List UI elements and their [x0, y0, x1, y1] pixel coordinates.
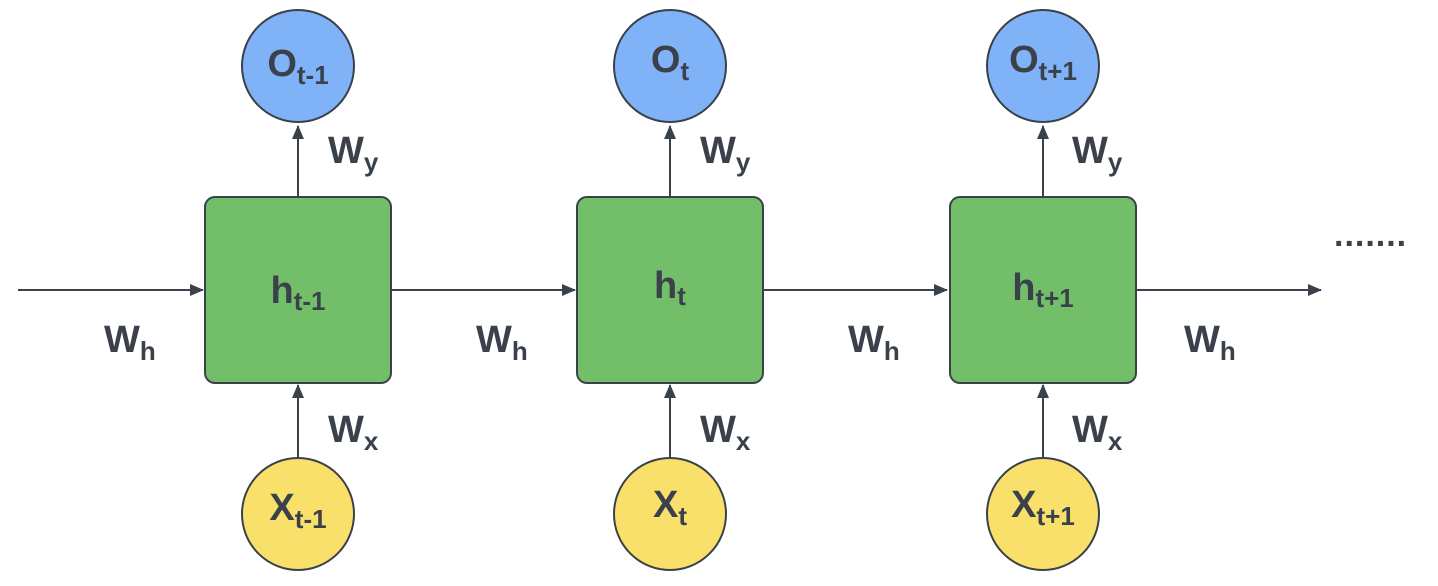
- timestep-3: ht+1 Ot+1 Xt+1 Wy Wx Wh: [848, 9, 1137, 571]
- weight-wh-label-out: Wh: [1184, 319, 1236, 366]
- output-node-3: [986, 9, 1100, 123]
- weight-wy-label-1: Wy: [328, 130, 379, 177]
- hidden-state-box-2: [576, 196, 764, 384]
- weight-wh-label-1: Wh: [104, 319, 156, 366]
- timestep-1: ht-1 Ot-1 Xt-1 Wy Wx Wh: [104, 9, 392, 571]
- weight-wx-label-2: Wx: [700, 409, 751, 456]
- input-node-3: [986, 457, 1100, 571]
- input-label-1: Xt-1: [269, 487, 326, 534]
- timestep-2: ht Ot Xt Wy Wx Wh: [476, 9, 764, 571]
- output-label-2: Ot: [651, 39, 690, 86]
- input-node-2: [613, 457, 727, 571]
- output-node-1: [241, 9, 355, 123]
- output-label-3: Ot+1: [1009, 39, 1077, 86]
- hidden-state-box-1: [204, 196, 392, 384]
- hidden-state-box-3: [949, 196, 1137, 384]
- output-label-1: Ot-1: [267, 43, 328, 90]
- weight-wh-label-2: Wh: [476, 319, 528, 366]
- hidden-state-label-3: ht+1: [1012, 267, 1074, 313]
- hidden-state-label-2: ht: [654, 265, 686, 311]
- input-node-1: [241, 457, 355, 571]
- hidden-state-label-1: ht-1: [271, 270, 326, 316]
- weight-wh-label-3: Wh: [848, 319, 900, 366]
- continuation-ellipsis: .......: [1334, 216, 1407, 254]
- weight-wy-label-2: Wy: [700, 130, 751, 177]
- input-label-2: Xt: [653, 484, 687, 531]
- weight-wx-label-1: Wx: [328, 409, 379, 456]
- output-node-2: [613, 9, 727, 123]
- weight-wy-label-3: Wy: [1072, 130, 1123, 177]
- input-label-3: Xt+1: [1011, 484, 1075, 531]
- weight-wx-label-3: Wx: [1072, 409, 1123, 456]
